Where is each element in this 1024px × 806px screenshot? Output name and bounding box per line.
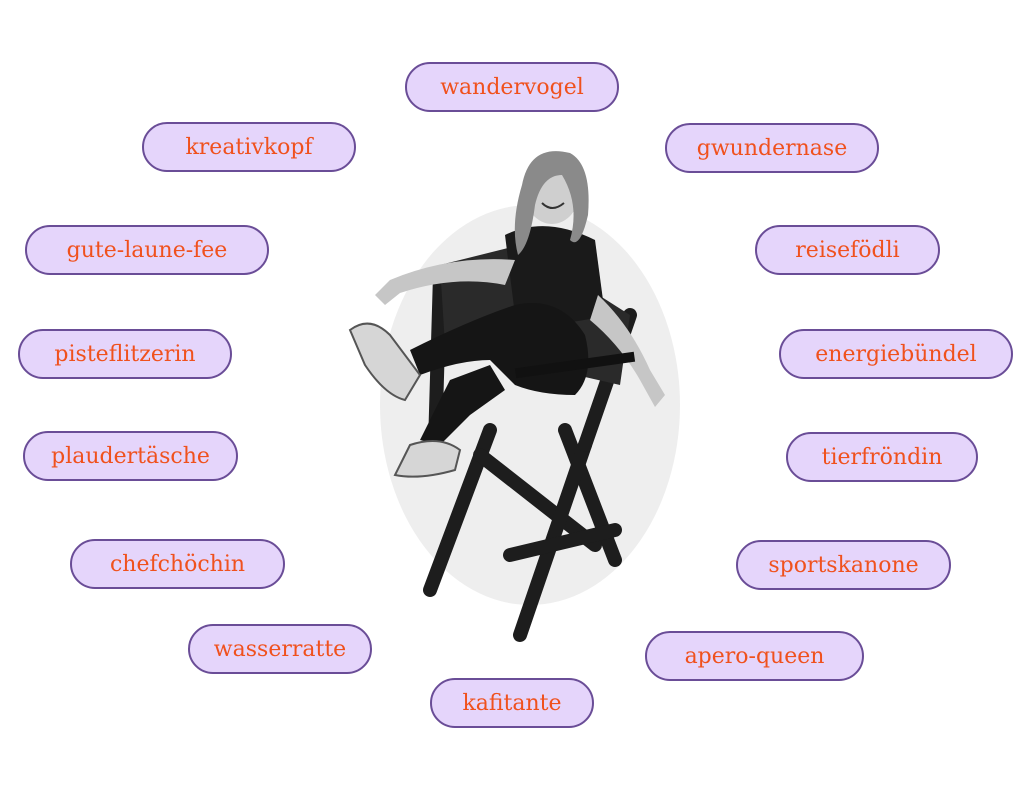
tag-sportskanone: sportskanone xyxy=(736,540,951,590)
tag-energiebuendel: energiebündel xyxy=(779,329,1013,379)
tag-apero-queen: apero-queen xyxy=(645,631,864,681)
tag-wasserratte: wasserratte xyxy=(188,624,372,674)
tag-kafitante: kafitante xyxy=(430,678,594,728)
tag-wandervogel: wandervogel xyxy=(405,62,619,112)
tag-reisefoedli: reisefödli xyxy=(755,225,940,275)
tag-gwundernase: gwundernase xyxy=(665,123,879,173)
tag-plaudertaesche: plaudertäsche xyxy=(23,431,238,481)
tag-gute-laune-fee: gute-laune-fee xyxy=(25,225,269,275)
tag-pisteflitzerin: pisteflitzerin xyxy=(18,329,232,379)
woman-on-director-chair-photo xyxy=(348,151,680,642)
tag-kreativkopf: kreativkopf xyxy=(142,122,356,172)
tag-tierfroendin: tierfröndin xyxy=(786,432,978,482)
tag-chefchoechin: chefchöchin xyxy=(70,539,285,589)
